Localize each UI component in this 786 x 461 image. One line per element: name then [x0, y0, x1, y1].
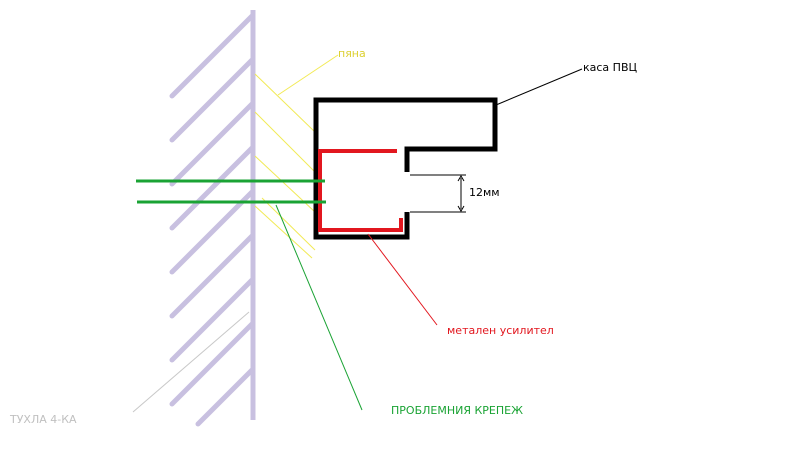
dimension-marker	[410, 174, 466, 213]
metal-leader	[367, 233, 438, 326]
wall-hatching	[169, 13, 255, 427]
foam-label: пяна	[338, 47, 366, 60]
problem-fastener-label: ПРОБЛЕМНИЯ КРЕПЕЖ	[391, 404, 523, 417]
gap-dimension-label: 12мм	[469, 186, 500, 199]
pvc-frame-leader	[495, 68, 583, 106]
pvc-frame-label: каса ПВЦ	[583, 61, 637, 74]
brick-label: ТУХЛА 4-КА	[9, 413, 77, 426]
metal-reinforcement-label: метален усилител	[447, 324, 554, 337]
brick-leader	[132, 311, 250, 413]
metal-reinforcement	[318, 149, 403, 232]
pvc-frame-profile	[313, 97, 498, 240]
foam-lines	[254, 54, 339, 259]
fastener-leader	[275, 204, 363, 411]
